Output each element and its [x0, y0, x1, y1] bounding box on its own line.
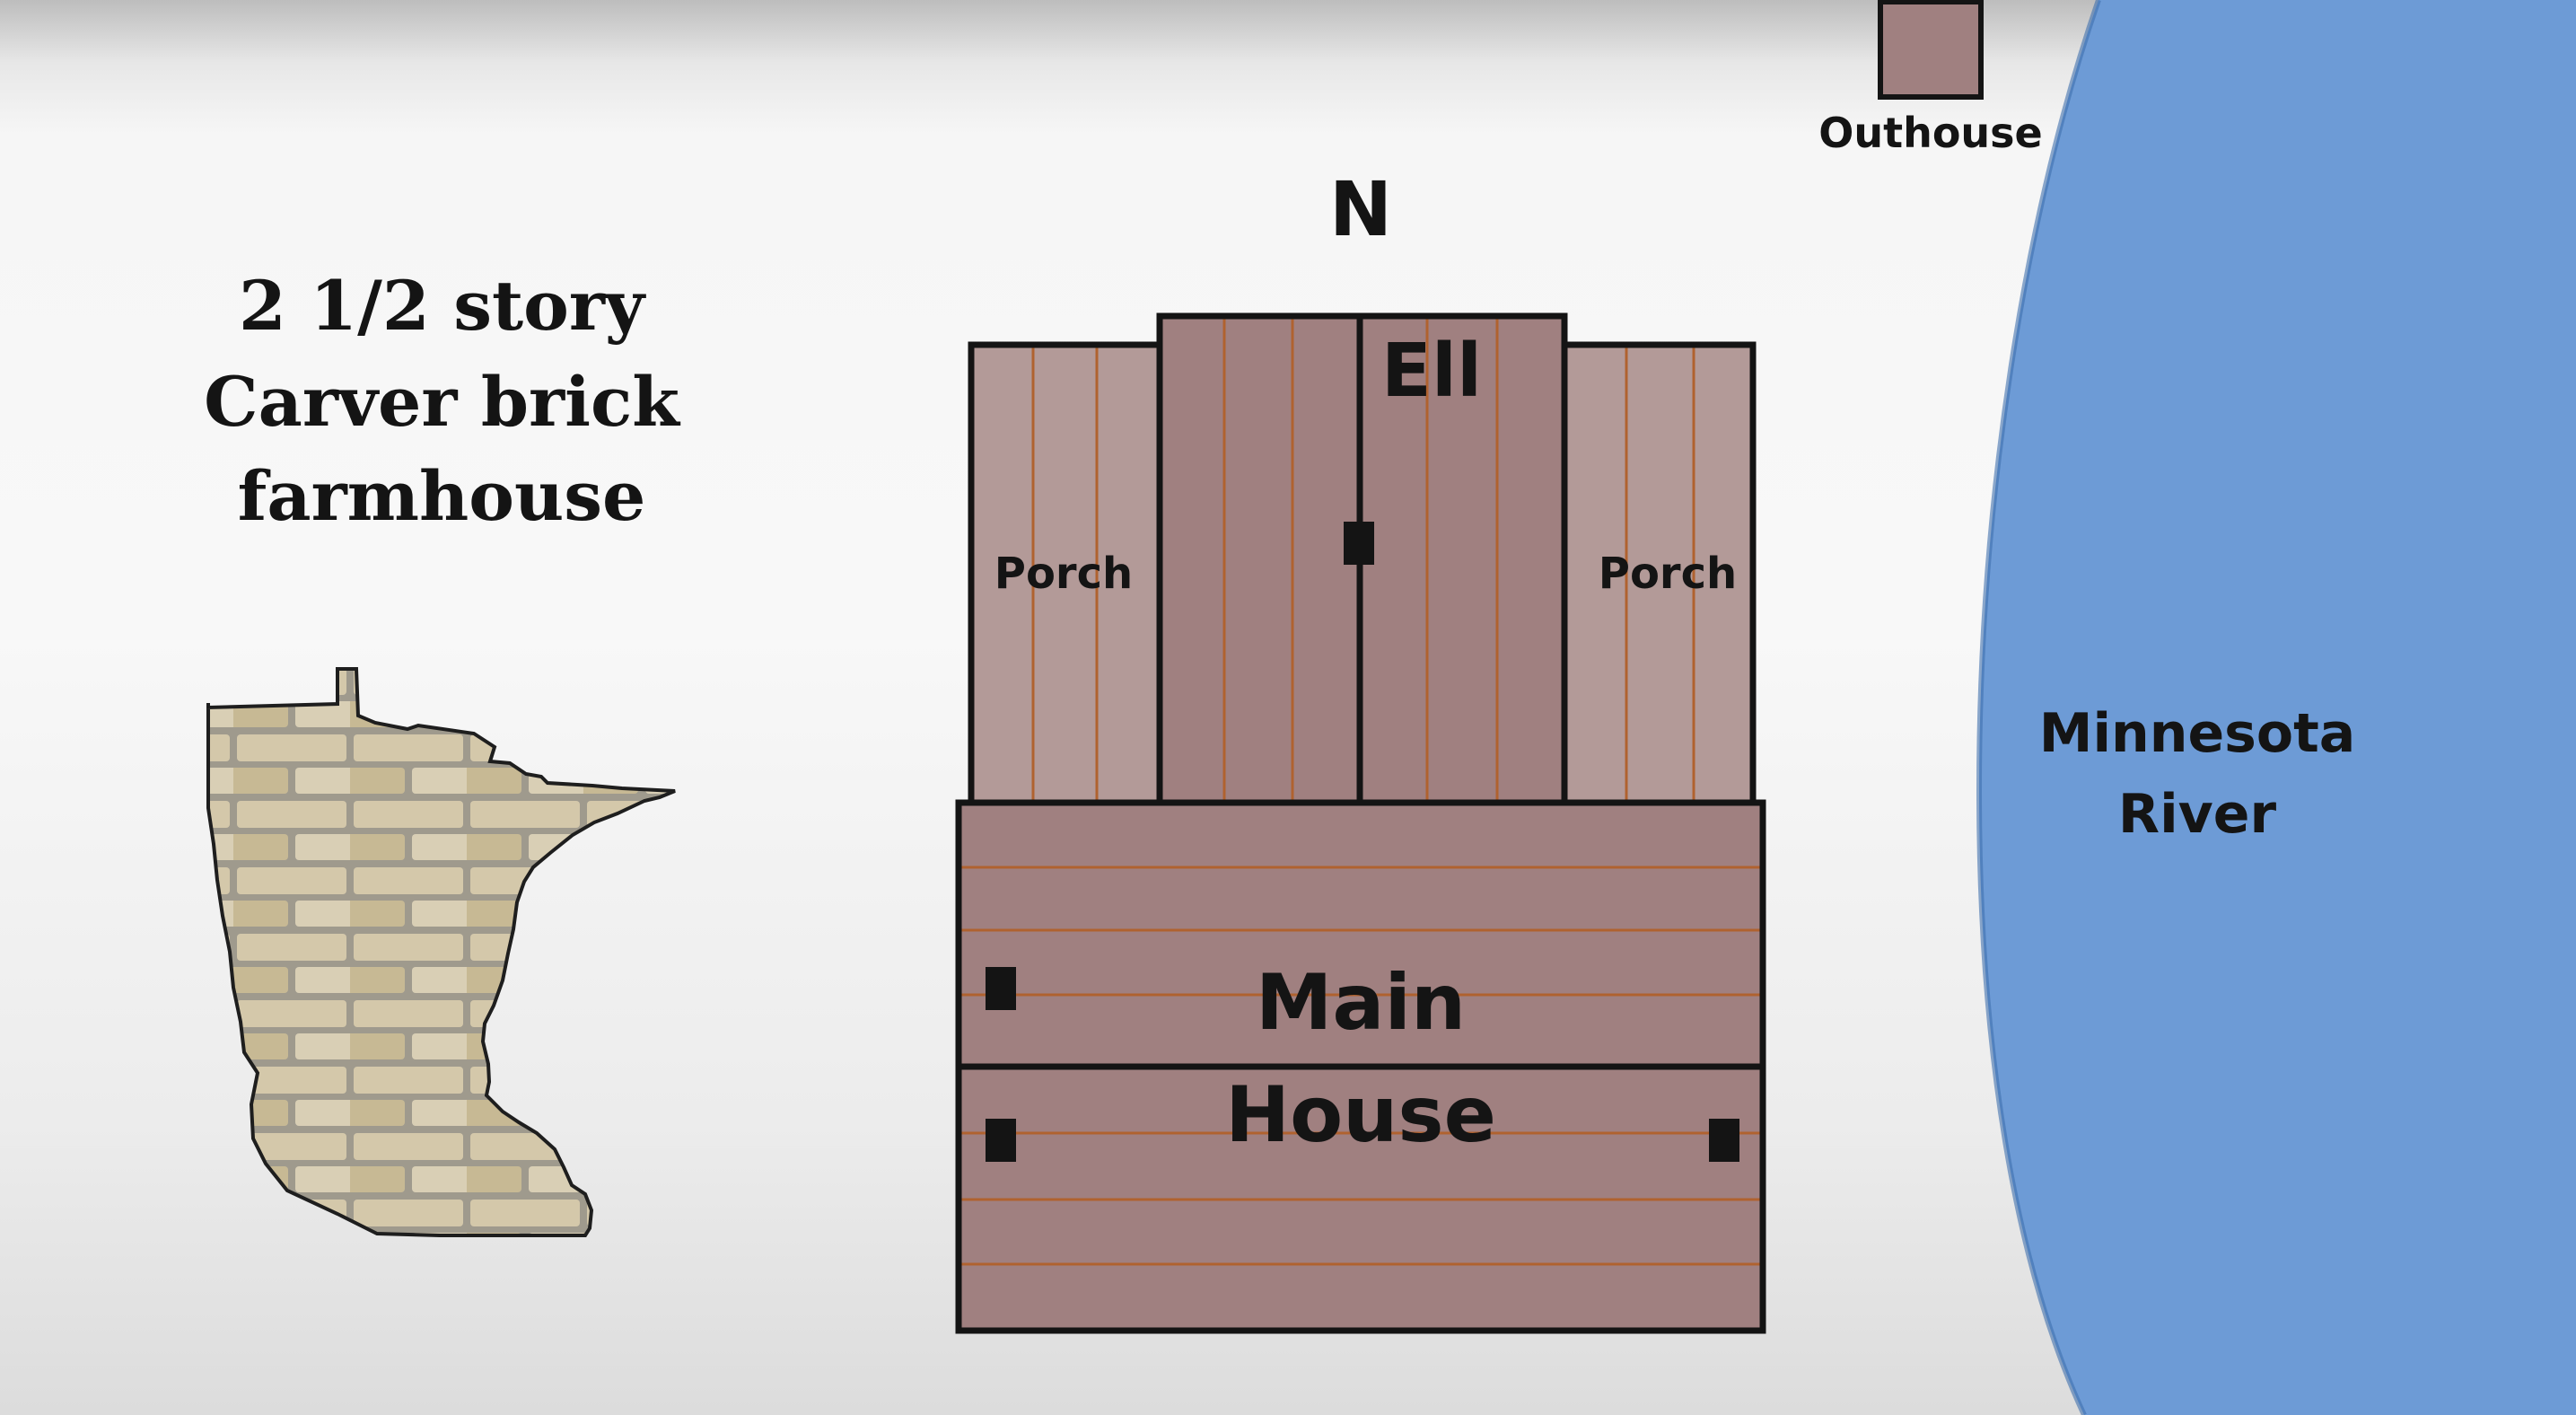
- river-bank-shadow: [1976, 0, 2101, 1415]
- north-compass-label: N: [1329, 165, 1392, 253]
- outhouse-building: [1878, 0, 1984, 100]
- east-porch: [1561, 341, 1757, 806]
- ell-chimney: [1344, 522, 1374, 565]
- river-label-line-1: Minnesota: [2039, 702, 2356, 765]
- main-chimney-west-lower: [986, 1119, 1016, 1162]
- outhouse-label: Outhouse: [1818, 109, 2043, 157]
- house-label: House: [1225, 1070, 1496, 1160]
- river-label-line-2: River: [2118, 783, 2277, 846]
- title-line-1: 2 1/2 story: [239, 266, 646, 346]
- main-chimney-east: [1709, 1119, 1739, 1162]
- title-line-3: farmhouse: [238, 456, 646, 536]
- main-label: Main: [1256, 958, 1466, 1048]
- main-chimney-west-upper: [986, 967, 1016, 1010]
- minnesota-brick-map-icon: [206, 667, 676, 1237]
- east-porch-label: Porch: [1599, 549, 1737, 599]
- ell-label: Ell: [1381, 329, 1482, 414]
- minnesota-river: [1979, 0, 2576, 1415]
- west-porch: [968, 341, 1163, 806]
- title-line-2: Carver brick: [204, 362, 680, 442]
- west-porch-label: Porch: [994, 549, 1133, 599]
- main-house: [955, 799, 1766, 1334]
